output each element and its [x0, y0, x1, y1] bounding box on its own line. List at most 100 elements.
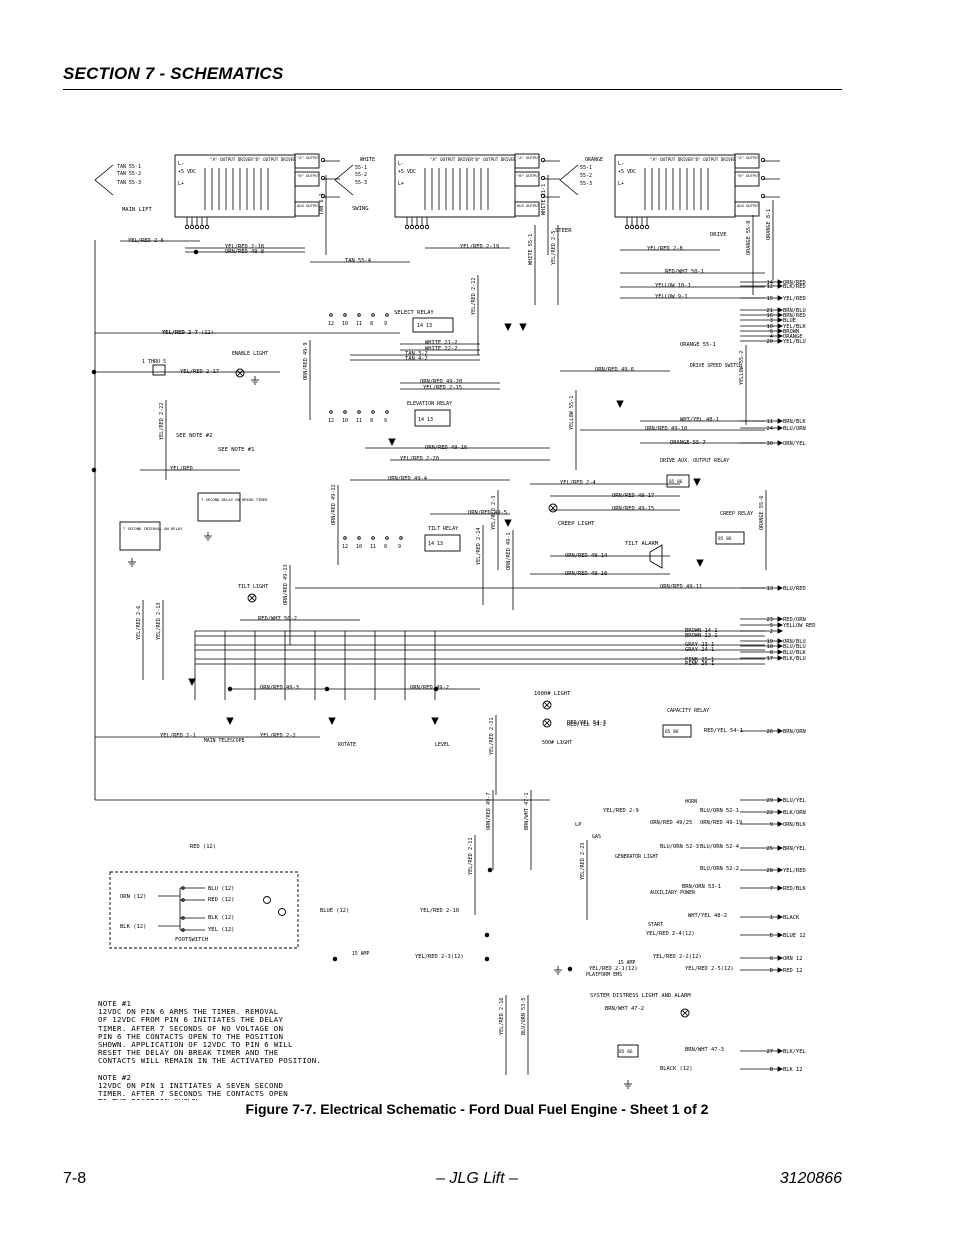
vertical-wire-label: ORANGE 55-8: [746, 221, 752, 255]
junction-dot: [332, 956, 338, 962]
terminal-wire-color: BLU/ORN: [783, 426, 806, 432]
terminal-wire-color: BRN/YEL: [783, 846, 806, 852]
terminal-wire-color: BLACK: [783, 915, 800, 921]
schematic-label: "B" OUTPUT DRIVER: [693, 157, 736, 162]
terminal-arrow: [777, 1066, 784, 1072]
terminal-pin: 11: [767, 419, 774, 425]
wire-label: ORN/RED 49-15: [612, 506, 654, 512]
diode: [226, 717, 234, 726]
terminal-wire-color: ORN/RED: [783, 280, 806, 286]
lamp-filament: [543, 719, 551, 727]
terminal: [343, 536, 347, 540]
junction-dot: [433, 686, 439, 692]
wire-label: YEL/RED 2-3(12): [415, 954, 464, 960]
terminal-pin: 16: [767, 313, 774, 319]
terminal-wire-color: RED 12: [783, 968, 802, 974]
joystick-pot: [334, 164, 354, 196]
terminal-wire-color: YEL/BLU: [783, 339, 806, 345]
schematic-label: DRIVE: [710, 232, 727, 238]
wire-label: ORN/RED 49-3: [260, 685, 299, 691]
terminal: [404, 224, 410, 230]
output-box-aux: [514, 201, 540, 217]
select-relay-coil: [412, 317, 454, 333]
terminal-pin: G: [770, 956, 773, 962]
wire-label: PINK 25-1: [685, 657, 714, 663]
connector: [278, 908, 286, 916]
wire-label: ORN/RED 49-10: [645, 426, 687, 432]
vertical-wire-label: ORN/RED 49-9: [303, 343, 309, 380]
figure-caption: Figure 7-7. Electrical Schematic - Ford …: [245, 1101, 709, 1117]
wire-label: BLU/ORN 52-4: [700, 844, 739, 850]
schematic-label: CAPACITY RELAY: [667, 708, 709, 714]
vertical-wire-label: YEL/RED 2-11: [468, 838, 474, 875]
schematic-label: 85 86: [665, 729, 679, 735]
note-line: TO THE POSITION SHOWN.: [98, 1098, 498, 1100]
terminal-wire-color: BLUE 12: [783, 933, 806, 939]
terminal-pin: 13: [767, 586, 774, 592]
terminal-wire-color: BLK/YEL: [783, 1049, 806, 1055]
schematic-label: 9: [384, 321, 387, 327]
terminal-pin: 28: [767, 868, 774, 874]
wire-label: WHT/YEL 48-1: [680, 417, 719, 423]
schematic-label: GENERATOR LIGHT: [615, 854, 658, 860]
document-number: 3120866: [779, 1170, 842, 1187]
break-timer: [197, 492, 241, 522]
wire-label: YEL/RED 2-7 (12): [162, 330, 214, 336]
terminal-arrow: [777, 914, 784, 920]
terminal-arrow: [777, 338, 784, 344]
wire-label: YEL/RED 2-4: [560, 480, 596, 486]
schematic-label: SEE NOTE #1: [218, 447, 254, 453]
schematic-label: ORANGE: [585, 157, 603, 163]
wire-label: ORN/RED 49/25: [650, 820, 692, 826]
terminal: [194, 224, 200, 230]
wire-label: YEL/RED 2-1(12): [589, 966, 638, 972]
wire-label: BLACK (12): [660, 1066, 692, 1072]
terminal-pin: 27: [767, 1049, 774, 1055]
output-box-aux: [734, 201, 760, 217]
schematic-label: 8: [384, 544, 387, 550]
terminal-arrow: [777, 585, 784, 591]
junction-dot: [227, 686, 233, 692]
terminal-arrow: [777, 307, 784, 313]
wire-label: YEL/RED 2-5(12): [685, 966, 734, 972]
vertical-wire-label: YEL/RED 2-14: [476, 528, 482, 565]
joystick-pot: [559, 164, 579, 196]
diode: [431, 717, 439, 726]
terminal-arrow: [777, 655, 784, 661]
schematic-label: +5 VDC: [398, 169, 416, 175]
terminal-pin: 20: [767, 339, 774, 345]
terminal-wire-color: BLK 12: [783, 1067, 802, 1073]
wire-label: GRAY 24-1: [685, 647, 714, 653]
vertical-wire-label: WHITE 55-1: [528, 234, 534, 265]
schematic-label: "A" OUTPUT DRIVER: [430, 157, 473, 162]
wire-label: ORN/RED 49-5: [468, 510, 507, 516]
wire-label: ORN/RED 49-11: [660, 584, 702, 590]
terminal-arrow: [777, 312, 784, 318]
wire-label: YEL/RED 2-6: [128, 238, 164, 244]
terminal-arrow: [777, 317, 784, 323]
schematic-label: 14 13: [418, 417, 433, 423]
wire-label: BRN/WHT 47-3: [685, 1047, 724, 1053]
schematic-label: L-: [178, 161, 184, 167]
lamp: [542, 700, 552, 710]
terminal-pin: 24: [767, 426, 774, 432]
terminal-wire-color: ORN/BLK: [783, 822, 806, 828]
terminal: [181, 886, 185, 890]
terminal-pin: 2: [770, 629, 773, 635]
wire-label: ORN/RED 49-18: [565, 571, 607, 577]
terminal: [199, 224, 205, 230]
schematic-label: ROTATE: [338, 742, 356, 748]
schematic-label: 55-2: [355, 172, 367, 178]
connector: [263, 896, 271, 904]
wire-label: YEL/RED 2-15: [423, 385, 462, 391]
schematic-label: "A" OUTPUT DRIVER: [210, 157, 253, 162]
terminal: [634, 224, 640, 230]
vertical-wire-label: ORANGE 55-6: [759, 496, 765, 530]
schematic-label: SYSTEM DISTRESS LIGHT AND ALARM: [590, 993, 691, 999]
terminal: [424, 224, 430, 230]
terminal-pin: 21: [767, 308, 774, 314]
terminal-arrow: [777, 885, 784, 891]
lamp: [247, 593, 257, 603]
wire-label: YEL/RED 2-20: [400, 456, 439, 462]
